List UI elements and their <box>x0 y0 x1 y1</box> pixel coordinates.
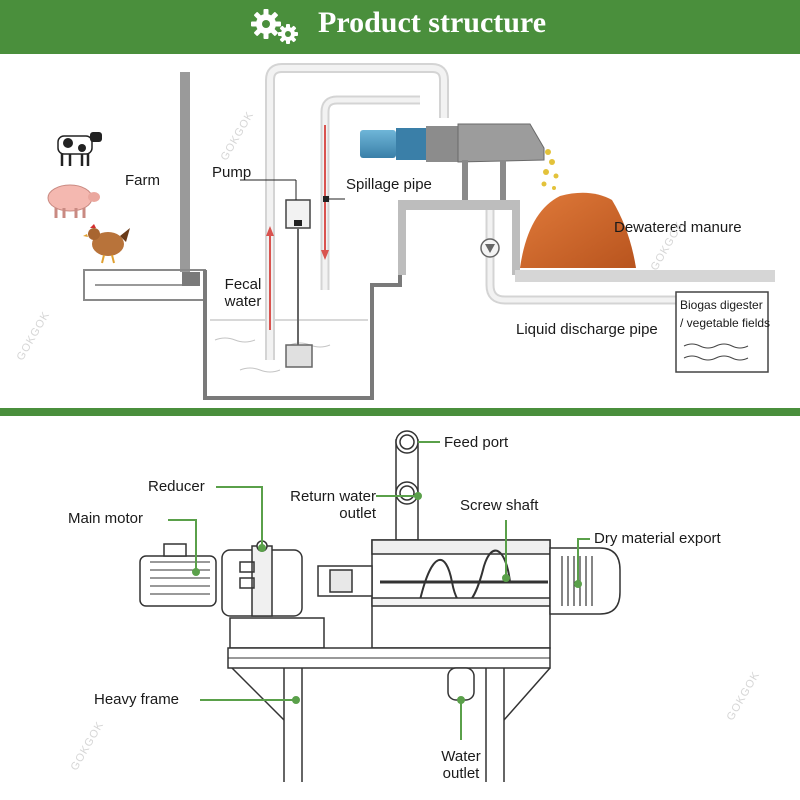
header-banner: Product structure <box>0 0 800 54</box>
leg-left <box>283 668 303 782</box>
label-fecal-water: Fecal water <box>218 276 268 310</box>
label-biogas-digester: Biogas digester / vegetable fields <box>680 296 770 332</box>
manure-pile <box>520 192 636 268</box>
collection-pit <box>203 260 402 400</box>
separator-motor <box>360 130 396 158</box>
label-spillage-pipe: Spillage pipe <box>346 176 432 193</box>
biogas-tank <box>675 291 769 373</box>
label-fecal-water-line2: water <box>224 293 262 310</box>
page-title: Product structure <box>318 6 547 39</box>
label-return-water-line1: Return water <box>290 488 376 505</box>
label-return-water-outlet: Return water outlet <box>268 488 376 522</box>
chicken-icon <box>83 224 130 264</box>
main-motor-body <box>139 555 217 607</box>
leg-right <box>485 668 505 782</box>
label-water-outlet-line2: outlet <box>442 765 480 782</box>
label-fecal-water-line1: Fecal <box>224 276 262 293</box>
pig-icon <box>47 184 100 218</box>
process-diagram <box>83 63 775 400</box>
label-biogas-line1: Biogas digester <box>680 298 763 312</box>
machine-diagram <box>139 430 621 782</box>
cow-icon <box>57 132 102 166</box>
water-outlet-pipe <box>447 667 475 701</box>
gears-icon <box>251 9 298 44</box>
label-screw-shaft: Screw shaft <box>460 497 539 514</box>
discharge-end <box>549 547 621 615</box>
label-water-outlet-line1: Water <box>441 748 481 765</box>
machine-platform <box>398 200 520 210</box>
label-feed-port: Feed port <box>444 434 509 451</box>
label-dewatered-manure: Dewatered manure <box>614 219 742 236</box>
label-main-motor: Main motor <box>68 510 144 527</box>
label-reducer: Reducer <box>148 478 205 495</box>
screen-housing <box>371 539 551 649</box>
separator-body <box>457 123 545 163</box>
label-dry-material-export: Dry material export <box>594 530 721 547</box>
label-return-water-line2: outlet <box>339 505 376 522</box>
panel-divider <box>0 408 800 416</box>
callout-lines <box>168 441 590 740</box>
label-water-outlet: Water outlet <box>426 748 496 782</box>
label-farm: Farm <box>125 172 160 189</box>
farm-wall <box>180 72 190 272</box>
label-pump: Pump <box>212 164 252 181</box>
label-heavy-frame: Heavy frame <box>94 691 180 708</box>
label-liquid-discharge-pipe: Liquid discharge pipe <box>516 321 658 338</box>
label-biogas-line2: / vegetable fields <box>680 316 771 330</box>
